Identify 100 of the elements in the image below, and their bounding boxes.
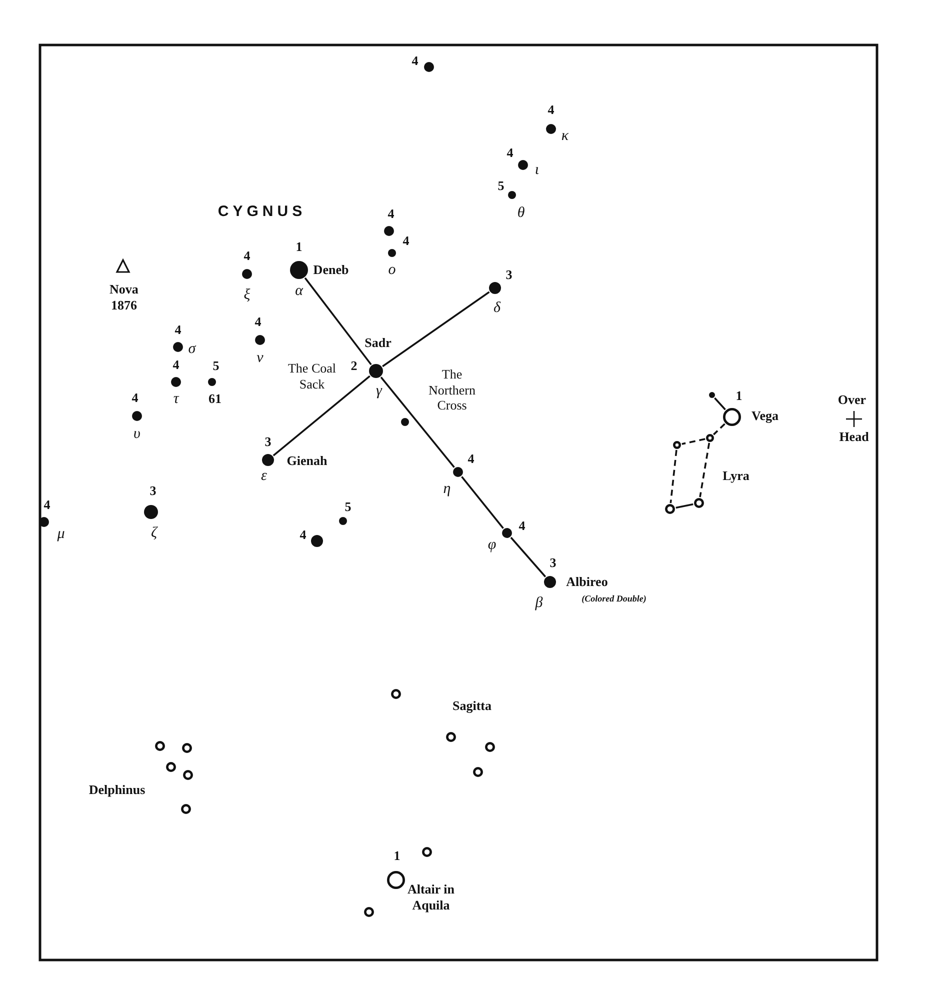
- star-dot: [38, 516, 50, 528]
- greek-letter: τ: [173, 390, 179, 408]
- star-circle: [154, 740, 166, 752]
- star-line: [382, 291, 490, 368]
- star-dot: [310, 534, 324, 548]
- magnitude-number: 3: [550, 555, 556, 571]
- star-dot: [368, 363, 384, 379]
- star-circle: [664, 503, 676, 515]
- star-circle: [445, 731, 457, 743]
- star-circle: [386, 870, 406, 890]
- star-line: [510, 536, 546, 578]
- star-dot: [452, 466, 464, 478]
- star-dot: [400, 417, 410, 427]
- star-note: (Colored Double): [582, 594, 646, 604]
- star-line: [676, 503, 694, 509]
- greek-letter: ξ: [244, 286, 250, 304]
- magnitude-number: 4: [300, 527, 306, 543]
- star-circle: [484, 741, 496, 753]
- star-dot: [501, 527, 513, 539]
- nova-marker: [116, 259, 130, 273]
- star-dot: [170, 376, 182, 388]
- star-line: [272, 375, 370, 456]
- zenith-label: Head: [839, 429, 869, 445]
- star-dot: [207, 377, 217, 387]
- star-dot: [338, 516, 348, 526]
- magnitude-number: 2: [350, 358, 358, 374]
- star-dot: [488, 281, 502, 295]
- star-circle: [672, 440, 682, 450]
- greek-letter: θ: [517, 204, 525, 222]
- magnitude-number: 4: [548, 102, 554, 118]
- asterism-label: The Northern Cross: [428, 366, 476, 414]
- magnitude-number: 4: [412, 53, 418, 69]
- constellation-name: Sagitta: [452, 698, 492, 714]
- greek-letter: γ: [376, 382, 382, 400]
- star-name: Albireo: [566, 574, 608, 590]
- dashed-line: [699, 442, 710, 498]
- greek-letter: ο: [388, 261, 396, 279]
- star-dot: [261, 453, 275, 467]
- constellation-name: CYGNUS: [218, 203, 306, 221]
- magnitude-number: 4: [506, 145, 514, 161]
- greek-letter: ι: [534, 161, 540, 179]
- region-label: The Coal Sack: [286, 360, 337, 392]
- star-circle: [722, 407, 742, 427]
- star-line: [461, 476, 504, 529]
- magnitude-number: 1: [736, 388, 742, 404]
- star-name: Sadr: [364, 335, 392, 351]
- magnitude-number: 4: [468, 451, 474, 467]
- greek-letter: σ: [188, 340, 196, 358]
- constellation-name: Lyra: [722, 468, 750, 484]
- star-dot: [543, 575, 557, 589]
- magnitude-number: 4: [174, 322, 182, 338]
- star-dot: [131, 410, 143, 422]
- magnitude-number: 5: [212, 358, 220, 374]
- greek-letter: ν: [256, 349, 264, 367]
- star-name: Altair in Aquila: [407, 881, 455, 913]
- greek-letter: α: [295, 282, 303, 300]
- greek-letter: υ: [134, 425, 140, 443]
- star-name: Deneb: [313, 262, 349, 278]
- greek-letter: η: [443, 480, 451, 498]
- magnitude-number: 4: [402, 233, 410, 249]
- star-dot: [383, 225, 395, 237]
- magnitude-number: 5: [344, 499, 352, 515]
- star-circle: [390, 688, 402, 700]
- magnitude-number: 4: [172, 357, 180, 373]
- star-dot: [545, 123, 557, 135]
- star-dot: [143, 504, 159, 520]
- star-line: [304, 277, 372, 366]
- greek-letter: μ: [57, 525, 65, 543]
- greek-letter: δ: [494, 299, 500, 317]
- magnitude-number: 4: [254, 314, 262, 330]
- star-dot: [387, 248, 397, 258]
- star-circle: [180, 803, 192, 815]
- magnitude-number: 4: [132, 390, 138, 406]
- star-circle: [421, 846, 433, 858]
- magnitude-number: 4: [388, 206, 394, 222]
- greek-letter: κ: [561, 127, 569, 145]
- dashed-line: [670, 450, 678, 504]
- star-circle: [363, 906, 375, 918]
- star-name: Gienah: [286, 453, 328, 469]
- star-dot: [507, 190, 517, 200]
- dashed-line: [682, 438, 706, 445]
- star-circle: [181, 742, 193, 754]
- star-dot: [708, 391, 716, 399]
- magnitude-number: 4: [518, 518, 526, 534]
- greek-letter: β: [535, 594, 543, 612]
- magnitude-number: 4: [244, 248, 250, 264]
- magnitude-number: 5: [498, 178, 504, 194]
- star-dot: [241, 268, 253, 280]
- magnitude-number: 3: [264, 434, 272, 450]
- star-circle: [693, 497, 705, 509]
- star-dot: [254, 334, 266, 346]
- greek-letter: φ: [488, 536, 496, 554]
- greek-letter: ζ: [150, 524, 158, 542]
- magnitude-number: 3: [150, 483, 156, 499]
- star-name: Vega: [752, 408, 778, 424]
- star-circle: [472, 766, 484, 778]
- zenith-label: Over: [838, 392, 866, 408]
- star-line: [714, 397, 726, 410]
- star-dot: [423, 61, 435, 73]
- magnitude-number: 4: [44, 497, 50, 513]
